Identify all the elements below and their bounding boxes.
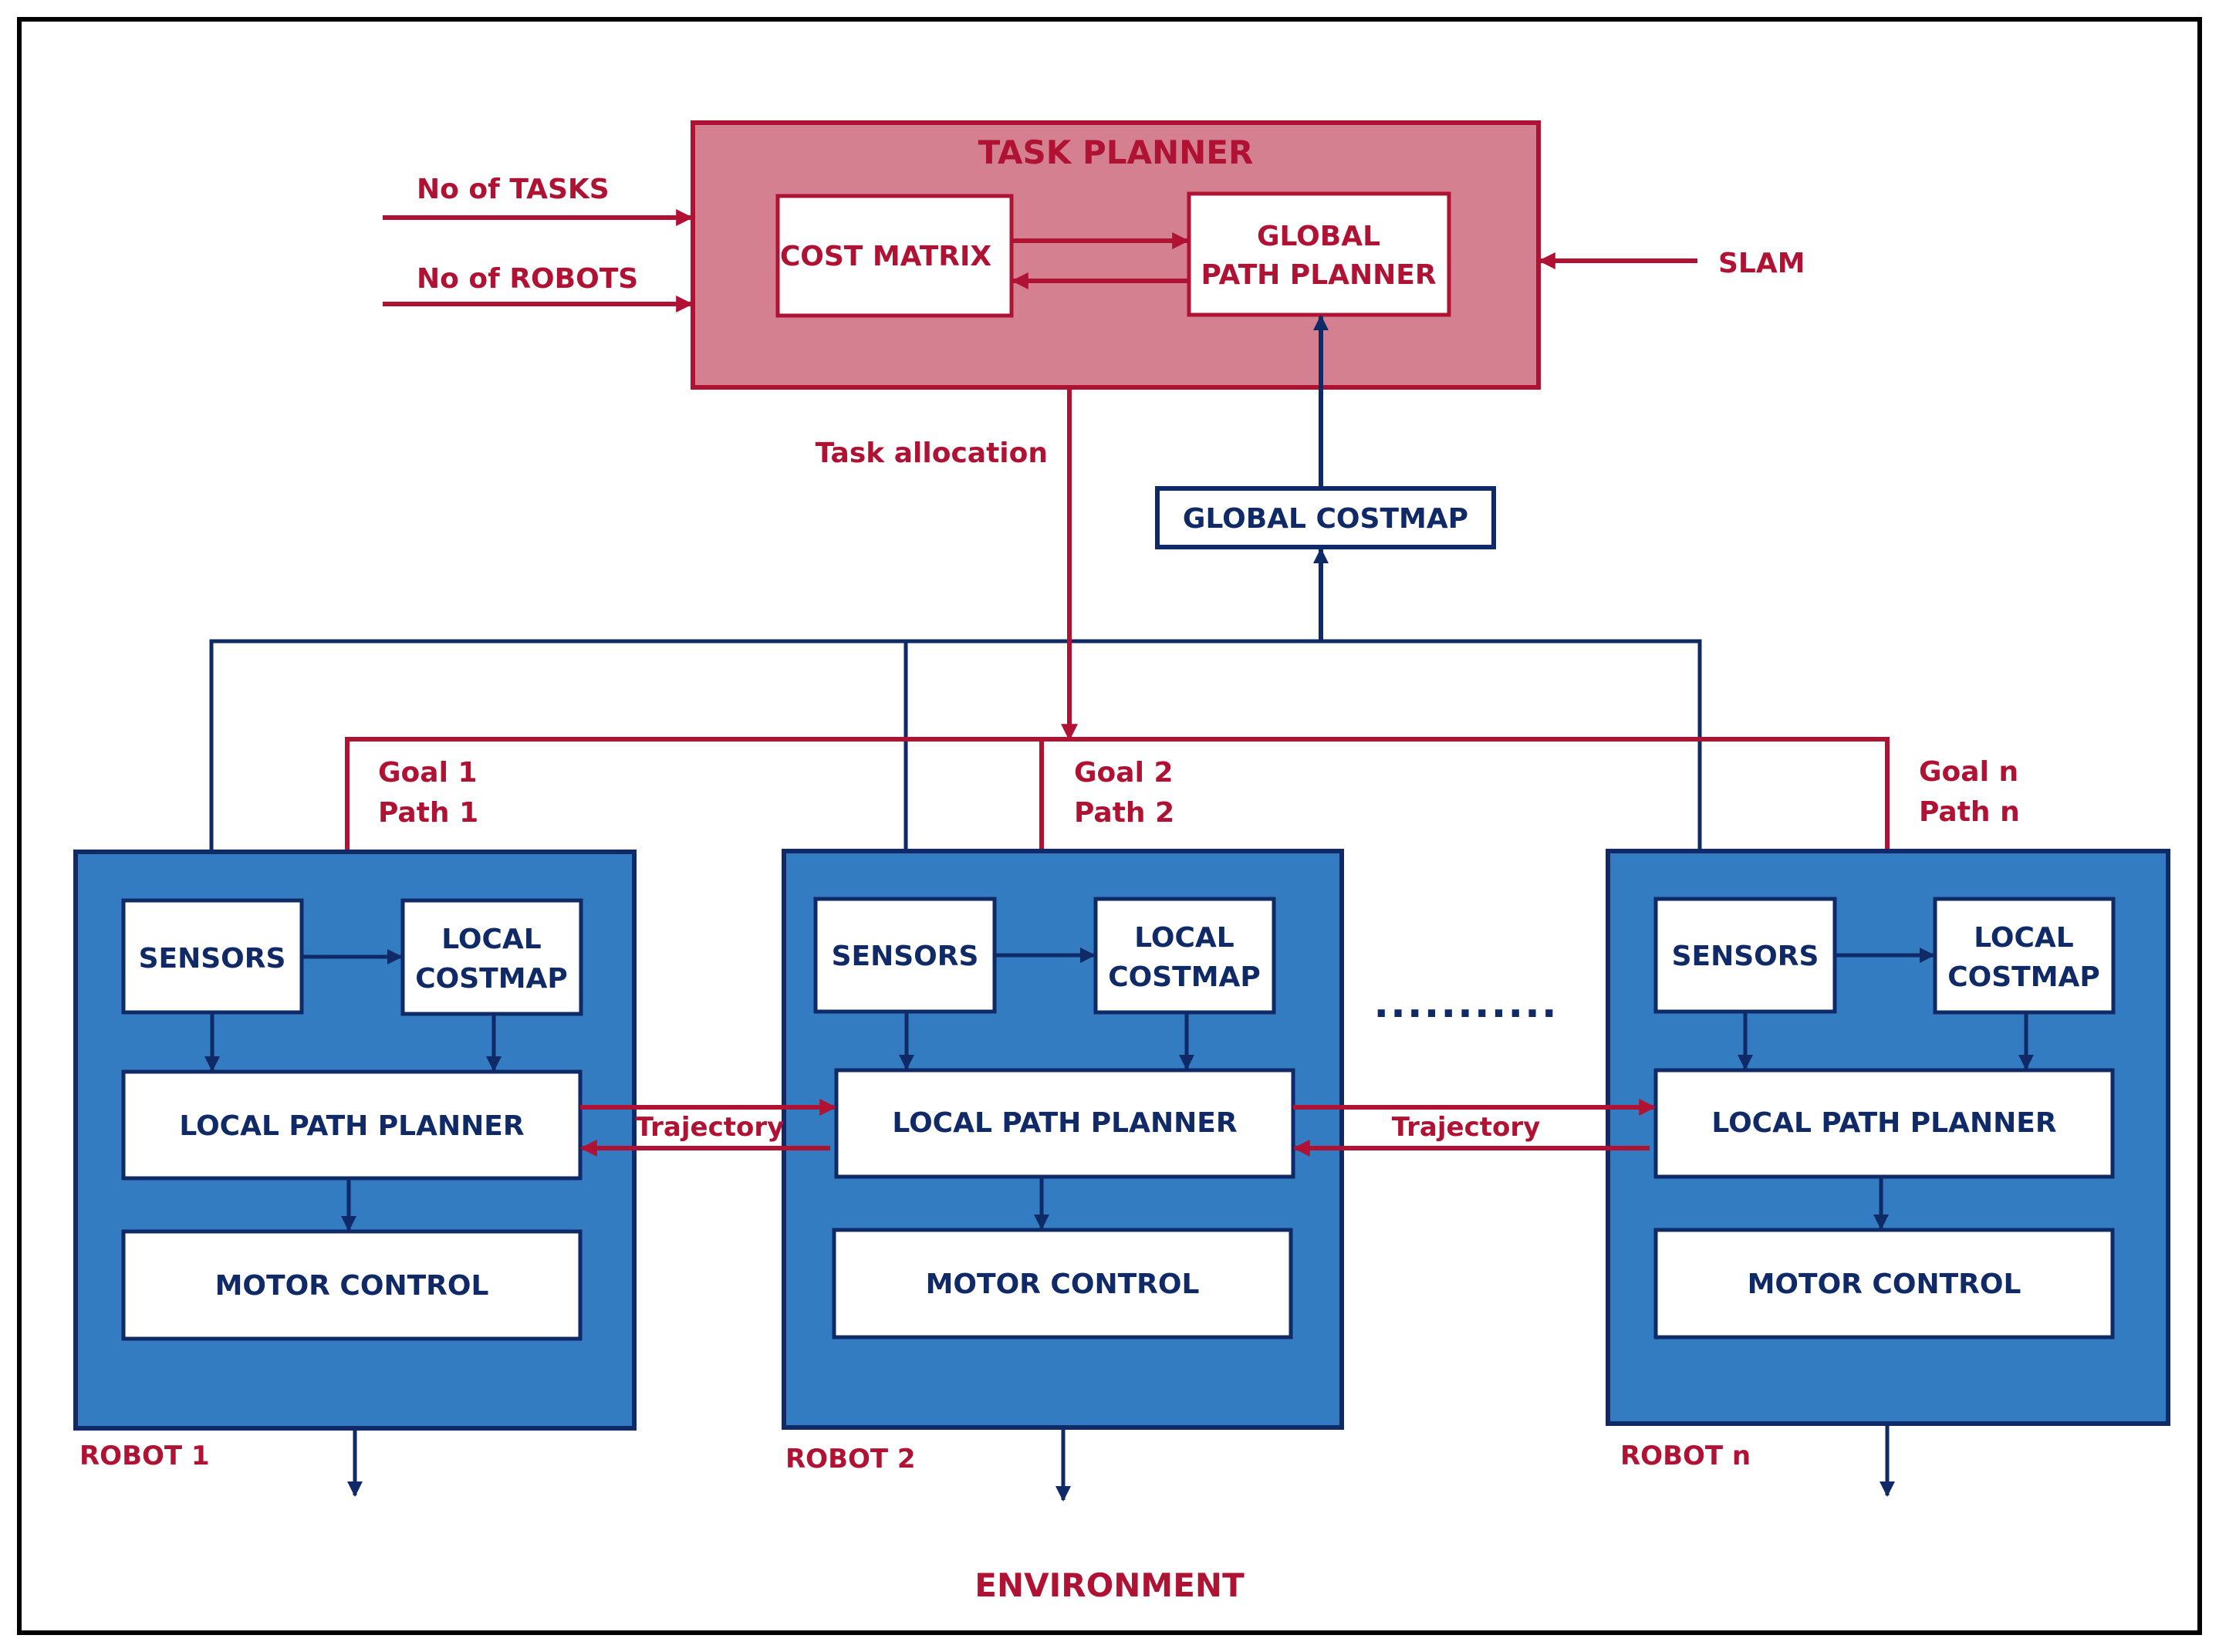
robot-1-motor-control-label: MOTOR CONTROL — [215, 1270, 489, 1302]
robot-n-block: SENSORS LOCAL COSTMAP LOCAL PATH PLANNER… — [1606, 849, 2170, 1426]
global-path-planner-label-line1: GLOBAL — [1257, 221, 1380, 252]
robot-1-local-costmap-line1: LOCAL — [441, 924, 541, 955]
trajectory-links: Trajectory Trajectory — [579, 1099, 1657, 1157]
sensor-bus-line — [209, 639, 1702, 898]
task-planner-block: TASK PLANNER COST MATRIX GLOBAL PATH PLA… — [691, 120, 1541, 390]
goal-2-label: Goal 2 — [1074, 757, 1174, 789]
robot-2-local-costmap-box — [1093, 897, 1276, 1015]
task-allocation-label: Task allocation — [816, 437, 1048, 469]
robot-n-local-path-planner-box — [1653, 1068, 2115, 1179]
robot-2-local-costmap-line2: COSTMAP — [1108, 961, 1261, 993]
robot-n-label: ROBOT n — [1620, 1441, 1751, 1471]
cost-matrix-label: COST MATRIX — [780, 241, 992, 272]
robot-n-motor-control-box — [1653, 1228, 2115, 1340]
robot-n-local-costmap-line2: COSTMAP — [1947, 961, 2100, 993]
robot-2-local-path-planner-label: LOCAL PATH PLANNER — [892, 1107, 1237, 1139]
path-1-label: Path 1 — [378, 797, 478, 829]
robot-n-motor-control-label: MOTOR CONTROL — [1748, 1269, 2021, 1300]
path-n-label: Path n — [1919, 796, 2020, 828]
input-robots-label: No of ROBOTS — [417, 263, 638, 295]
robot-1-block: SENSORS LOCAL COSTMAP LOCAL PATH PLANNER… — [73, 850, 637, 1431]
environment-label: ENVIRONMENT — [974, 1566, 1245, 1604]
robot-n-sensors-label: SENSORS — [1672, 941, 1819, 972]
robot-2-local-path-planner-box — [834, 1068, 1295, 1179]
robot-1-sensors-label: SENSORS — [139, 943, 286, 975]
robot-2-motor-control-box — [832, 1228, 1293, 1340]
robots-ellipsis: ........... — [1373, 981, 1558, 1027]
global-path-planner-label-line2: PATH PLANNER — [1201, 259, 1436, 291]
robot-2-block: SENSORS LOCAL COSTMAP LOCAL PATH PLANNER… — [782, 849, 1344, 1430]
global-costmap-box — [1155, 486, 1496, 549]
path-2-label: Path 2 — [1074, 797, 1174, 829]
goal-n-label: Goal n — [1919, 756, 2018, 788]
robot-1-local-costmap-line2: COSTMAP — [415, 963, 568, 995]
trajectory-label-1: Trajectory — [636, 1112, 785, 1143]
robot-n-local-costmap-box — [1933, 897, 2116, 1015]
input-tasks-label: No of TASKS — [417, 174, 610, 205]
robot-2-motor-control-label: MOTOR CONTROL — [926, 1269, 1200, 1300]
robot-1-local-path-planner-box — [121, 1069, 583, 1181]
input-slam-label: SLAM — [1718, 248, 1805, 279]
robot-1-local-costmap-box — [400, 898, 583, 1016]
goal-1-label: Goal 1 — [378, 757, 478, 789]
robot-1-motor-control-box — [121, 1229, 583, 1341]
task-planner-title: TASK PLANNER — [978, 133, 1254, 171]
robot-2-sensors-box — [813, 897, 997, 1014]
robot-2-local-costmap-line1: LOCAL — [1134, 922, 1234, 954]
robot-2-sensors-label: SENSORS — [832, 941, 979, 972]
trajectory-label-2: Trajectory — [1392, 1112, 1541, 1143]
robot-1-label: ROBOT 1 — [79, 1441, 210, 1471]
robot-2-label: ROBOT 2 — [785, 1444, 916, 1475]
global-costmap-label: GLOBAL COSTMAP — [1183, 503, 1468, 535]
robot-n-local-costmap-line1: LOCAL — [1974, 922, 2073, 954]
cost-matrix-box — [775, 194, 1014, 318]
robot-1-local-path-planner-label: LOCAL PATH PLANNER — [179, 1110, 524, 1142]
global-path-planner-box — [1187, 191, 1451, 317]
robot-n-local-path-planner-label: LOCAL PATH PLANNER — [1711, 1107, 2056, 1139]
